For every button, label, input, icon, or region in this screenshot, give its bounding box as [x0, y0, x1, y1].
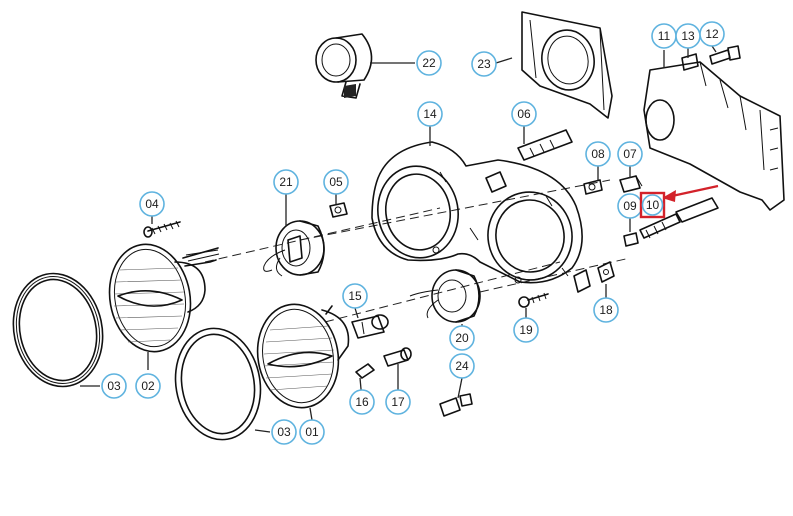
svg-text:07: 07 — [623, 147, 637, 161]
bulb-16 — [355, 363, 375, 379]
svg-text:12: 12 — [705, 27, 719, 41]
callout-06[interactable]: 06 — [511, 101, 537, 127]
screw-19 — [518, 292, 549, 308]
headlamp-right — [256, 303, 350, 409]
svg-text:13: 13 — [681, 29, 695, 43]
svg-text:02: 02 — [141, 379, 155, 393]
assembly-axes — [204, 179, 631, 323]
screw-12 — [709, 45, 741, 65]
svg-text:16: 16 — [355, 395, 369, 409]
callout-23[interactable]: 23 — [471, 51, 497, 77]
highlight-arrow — [662, 184, 719, 202]
svg-text:14: 14 — [423, 107, 437, 121]
trim-ring-left — [12, 272, 104, 388]
callout-10-highlighted[interactable]: 10 — [639, 191, 666, 219]
svg-text:23: 23 — [477, 57, 491, 71]
callout-21[interactable]: 21 — [273, 169, 299, 195]
callout-22[interactable]: 22 — [416, 50, 442, 76]
svg-text:05: 05 — [329, 175, 343, 189]
callout-03-left[interactable]: 03 — [101, 373, 127, 399]
svg-text:15: 15 — [348, 289, 362, 303]
bulb-socket-upper — [263, 220, 325, 277]
callout-16[interactable]: 16 — [349, 389, 375, 415]
clip-13 — [681, 53, 699, 71]
panel-11 — [643, 61, 785, 211]
callout-07[interactable]: 07 — [617, 141, 643, 167]
bulb-17 — [383, 347, 412, 367]
callout-15[interactable]: 15 — [342, 283, 368, 309]
callout-17[interactable]: 17 — [385, 389, 411, 415]
adjusting-screw — [143, 220, 181, 238]
fastener-08 — [583, 179, 603, 195]
svg-text:17: 17 — [391, 395, 405, 409]
svg-text:03: 03 — [277, 425, 291, 439]
panel-23 — [521, 11, 613, 119]
callout-19[interactable]: 19 — [513, 317, 539, 343]
svg-text:06: 06 — [517, 107, 531, 121]
callout-12[interactable]: 12 — [699, 21, 725, 47]
callout-24[interactable]: 24 — [449, 353, 475, 379]
svg-text:20: 20 — [455, 331, 469, 345]
svg-text:01: 01 — [305, 425, 319, 439]
adjuster-pin-06 — [517, 129, 573, 161]
svg-text:09: 09 — [623, 199, 637, 213]
svg-text:21: 21 — [279, 175, 293, 189]
svg-text:03: 03 — [107, 379, 121, 393]
headlamp-housing — [371, 141, 583, 284]
callout-14[interactable]: 14 — [417, 101, 443, 127]
callout-13[interactable]: 13 — [675, 23, 701, 49]
svg-text:08: 08 — [591, 147, 605, 161]
adjuster-09-10 — [623, 197, 719, 247]
svg-text:22: 22 — [422, 56, 436, 70]
headlamp-left — [108, 243, 220, 353]
callout-03-lower[interactable]: 03 — [271, 419, 297, 445]
callout-09[interactable]: 09 — [617, 193, 643, 219]
callout-08[interactable]: 08 — [585, 141, 611, 167]
callout-11[interactable]: 11 — [651, 23, 677, 49]
svg-text:19: 19 — [519, 323, 533, 337]
callout-02[interactable]: 02 — [135, 373, 161, 399]
trim-ring-lower — [174, 327, 262, 441]
bulb-15 — [351, 314, 389, 339]
clip-part-05 — [329, 202, 348, 218]
callout-18[interactable]: 18 — [593, 297, 619, 323]
svg-text:18: 18 — [599, 303, 613, 317]
callout-20[interactable]: 20 — [449, 325, 475, 351]
connector-24 — [439, 393, 473, 417]
bulb-socket-lower — [409, 269, 481, 323]
callout-01[interactable]: 01 — [299, 419, 325, 445]
svg-text:11: 11 — [658, 29, 671, 43]
svg-text:24: 24 — [455, 359, 469, 373]
callout-04[interactable]: 04 — [139, 191, 165, 217]
svg-text:04: 04 — [145, 197, 159, 211]
cap-22 — [315, 33, 373, 99]
svg-text:10: 10 — [646, 198, 660, 212]
fastener-07 — [619, 175, 643, 193]
callout-05[interactable]: 05 — [323, 169, 349, 195]
bracket-18 — [573, 261, 615, 293]
